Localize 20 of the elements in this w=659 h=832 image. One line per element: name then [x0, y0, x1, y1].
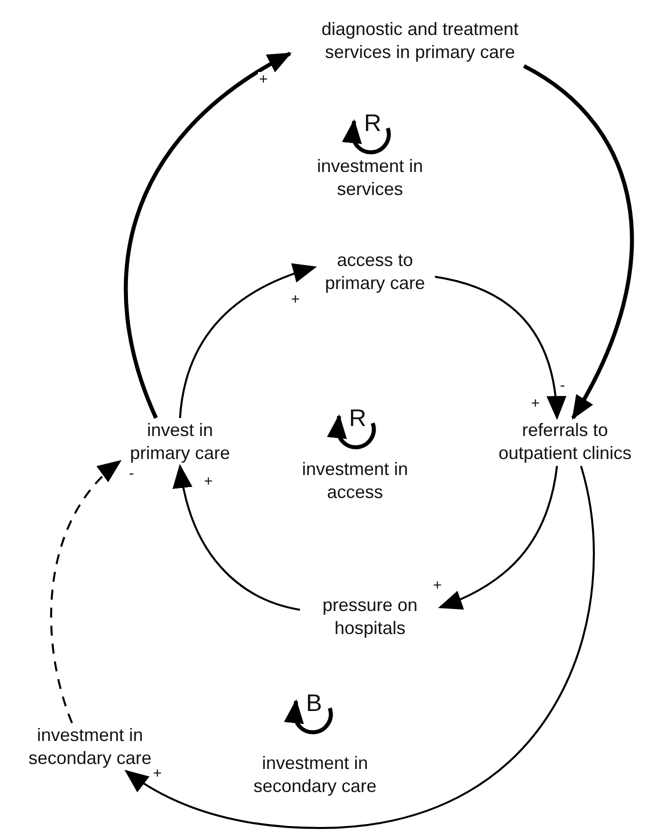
variable-label: pressure on hospitals: [321, 594, 419, 640]
variable-label: investment in secondary care: [27, 724, 153, 770]
loop-name: investment in access: [300, 458, 410, 504]
causal-arrow: [434, 276, 566, 420]
causal-arrow: [522, 64, 634, 420]
causal-arrow: [124, 52, 292, 419]
causal-arrow: [438, 466, 558, 609]
causal-arrow: [50, 460, 122, 724]
variable-label: referrals to outpatient clinics: [497, 419, 633, 465]
causal-arrow: [179, 264, 317, 418]
causal-arrow: [174, 464, 300, 611]
loop-type-letter: R: [349, 406, 366, 432]
variable-label: invest in primary care: [128, 419, 232, 465]
loop-name: investment in secondary care: [252, 752, 378, 798]
loop-type-letter: B: [306, 691, 322, 717]
variable-label: access to primary care: [324, 249, 426, 295]
variable-label: diagnostic and treatment services in primary care: [320, 18, 520, 64]
loop-name: investment in services: [316, 155, 424, 201]
causal-arrow: [124, 466, 594, 829]
loop-type-letter: R: [364, 111, 382, 137]
